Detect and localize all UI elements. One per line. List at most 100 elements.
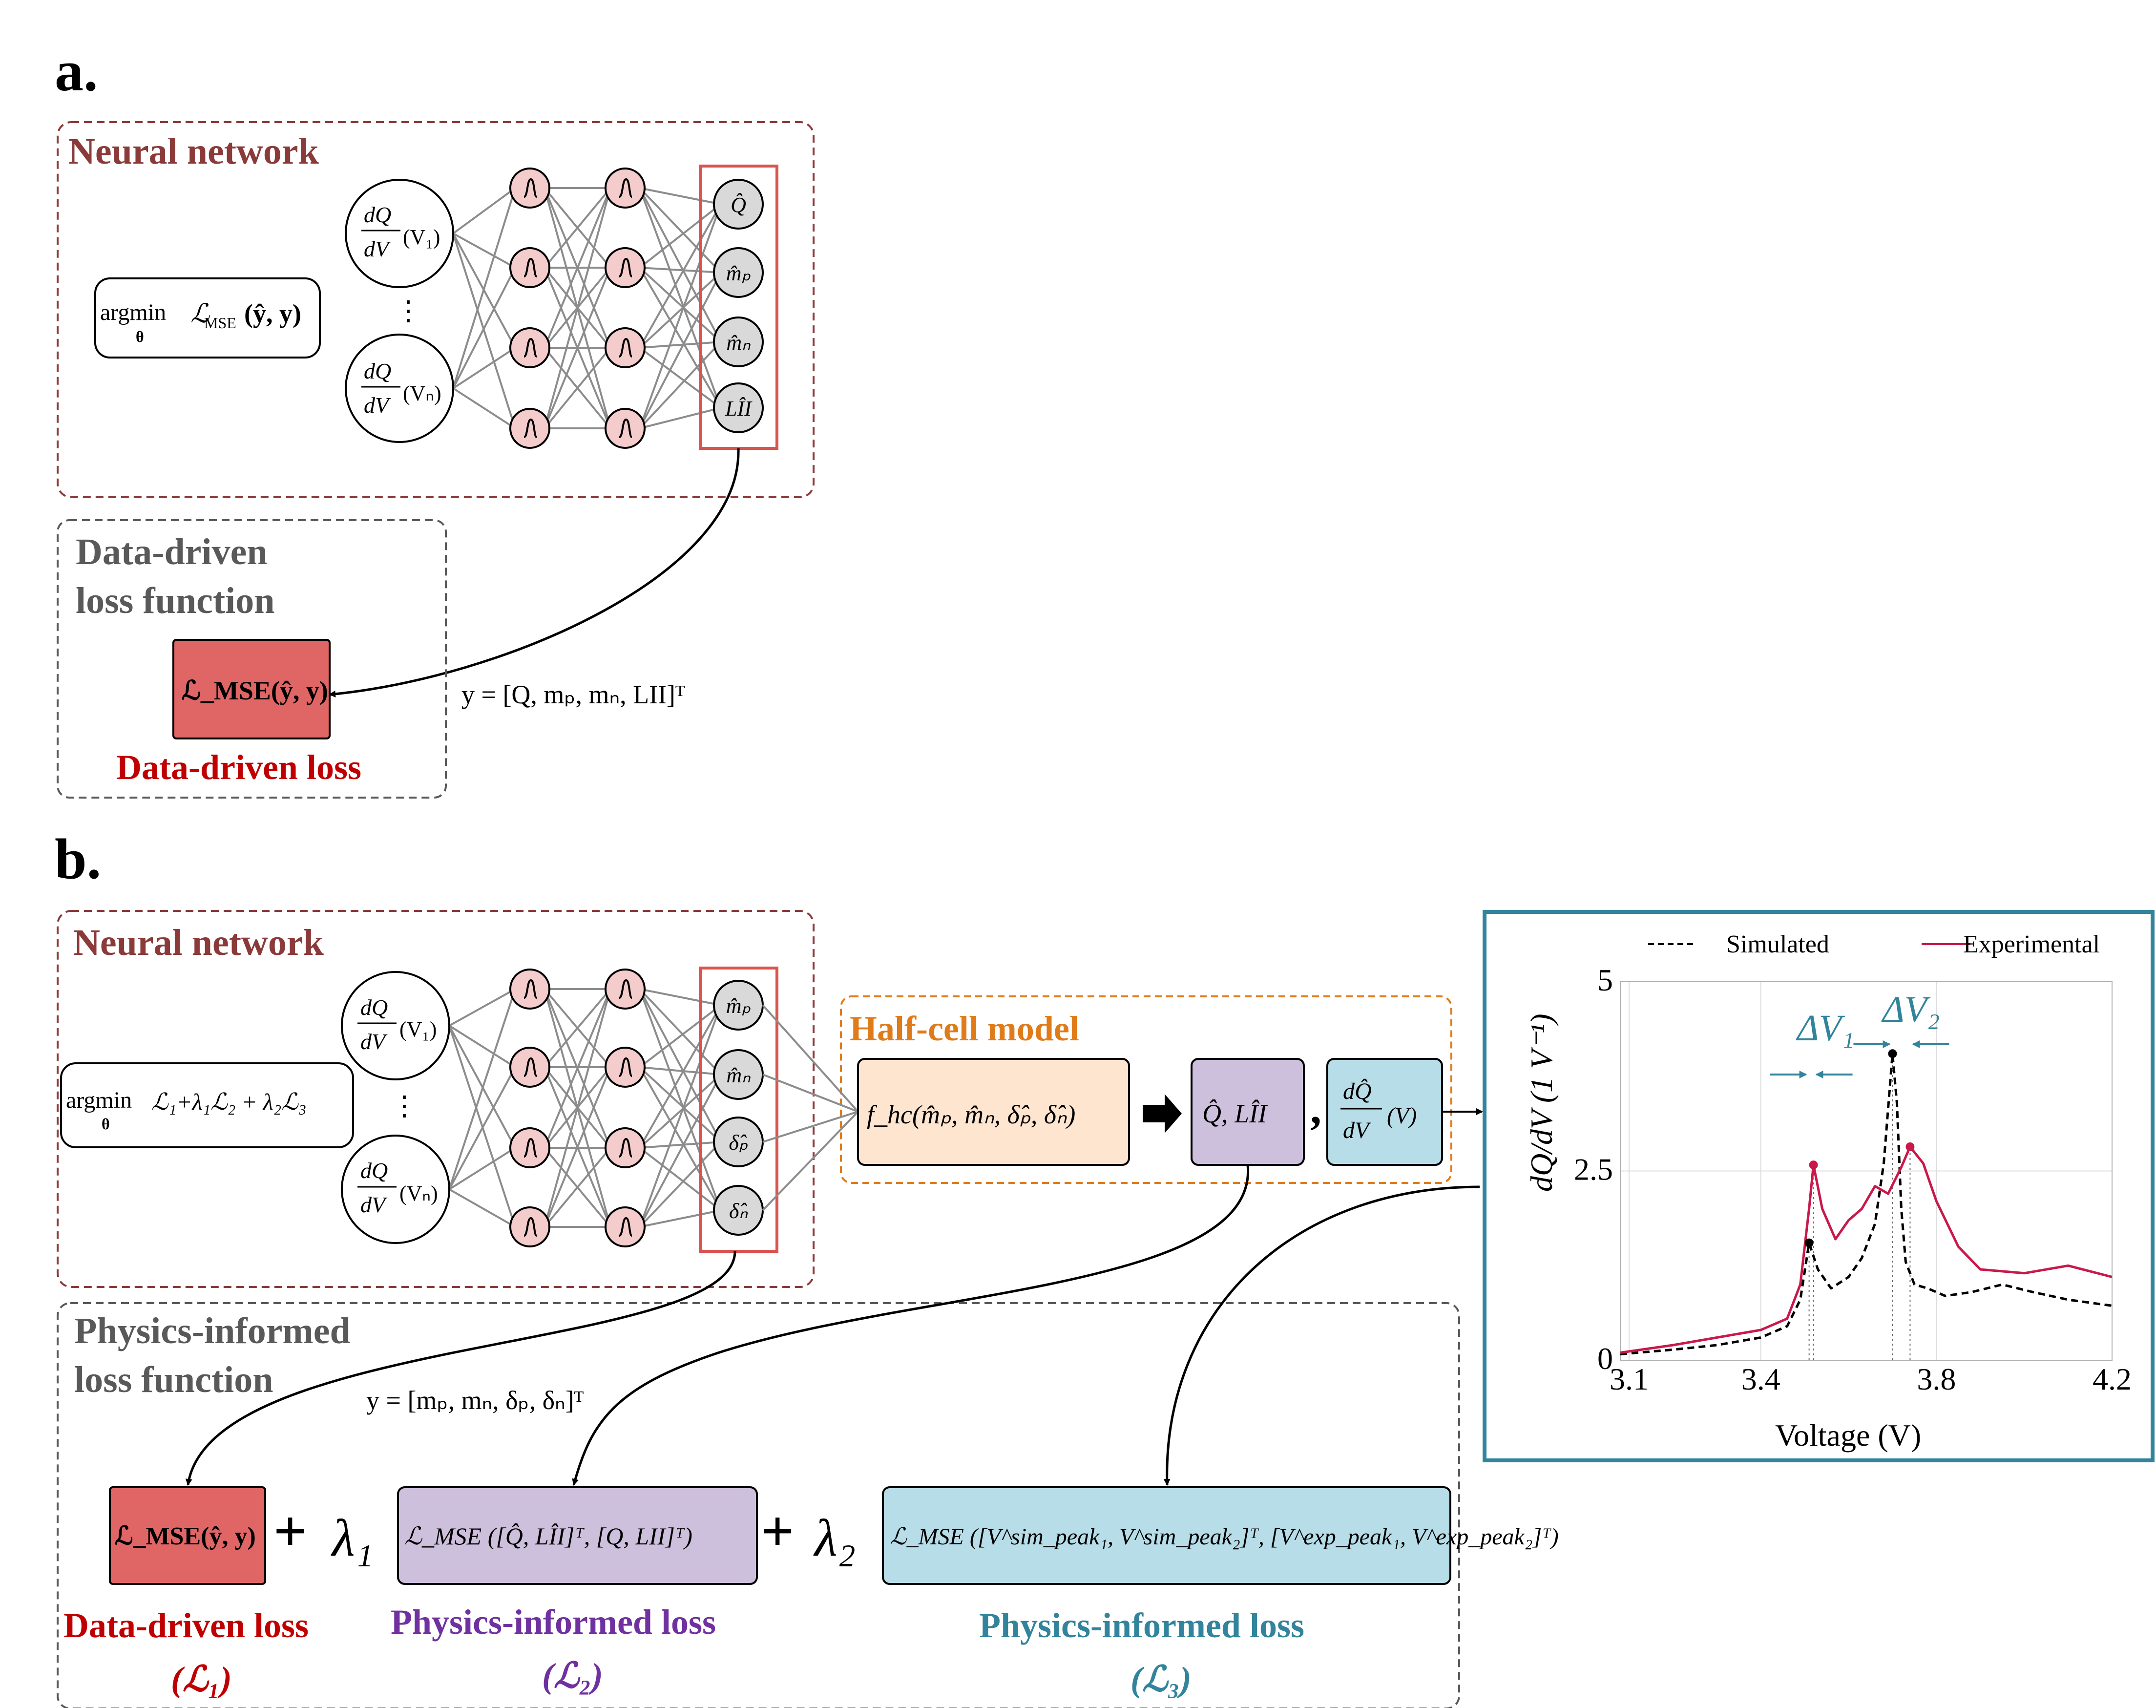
- panel-a-output-node: [713, 247, 764, 298]
- panel-a-edge: [544, 187, 611, 269]
- panel-a-output-label: LÎI: [725, 397, 753, 421]
- qlii-to-loss2-arrow: [572, 1164, 1249, 1486]
- panel-b-edge: [639, 1004, 722, 1068]
- output-to-fhc-line: [762, 1111, 858, 1143]
- panel-b-edge: [544, 989, 611, 1227]
- q-lii-text: Q̂, LÎI: [1202, 1099, 1268, 1128]
- panel-b-edge: [639, 988, 722, 1075]
- panel-a-input-node-bottom: [345, 334, 454, 443]
- panel-a-edge: [639, 267, 722, 409]
- panel-a-y-def: y = [Q, mₚ, mₙ, LII]ᵀ: [461, 680, 685, 709]
- panel-a-edge: [639, 204, 722, 348]
- panel-a-input-bottom-den: dV: [364, 393, 391, 418]
- loss3-box: [882, 1486, 1451, 1585]
- panel-b-input-dots: ⋮: [391, 1091, 418, 1121]
- panel-a-edge: [639, 407, 721, 429]
- loss3-symbol: (ℒ₃): [1130, 1660, 1192, 1699]
- panel-a-edge: [639, 267, 722, 343]
- panel-b-edge: [639, 989, 722, 1211]
- panel-b-loss-title-1: Physics-informed: [74, 1310, 351, 1351]
- dqdv-arg: (V): [1387, 1103, 1417, 1129]
- panel-a-edge: [544, 188, 611, 348]
- panel-b-edge: [544, 1067, 611, 1227]
- panel-a-output-label: m̂ₙ: [726, 331, 751, 355]
- panel-b-edge: [449, 1188, 516, 1228]
- panel-b-objective-box: [60, 1062, 354, 1148]
- panel-b-hidden-neuron: [509, 969, 550, 1010]
- peak-marker: [1905, 1142, 1915, 1151]
- delta-v2-label: ΔV₂: [1881, 989, 1940, 1030]
- sigmoid-icon: [618, 418, 633, 438]
- comma-separator: ,: [1310, 1083, 1321, 1133]
- panel-a-edge: [639, 341, 722, 429]
- panel-a-edge: [452, 347, 516, 389]
- panel-b-edge: [544, 989, 611, 1148]
- sigmoid-icon: [523, 1217, 538, 1237]
- panel-a-objective-argmin: argmin: [100, 299, 166, 325]
- panel-a-edge: [639, 188, 722, 342]
- panel-a-hidden-neuron: [605, 408, 646, 449]
- panel-a-edge: [452, 387, 516, 429]
- sigmoid-icon: [618, 1138, 633, 1158]
- chart-x-tick-label: 3.1: [1610, 1362, 1649, 1396]
- panel-a-hidden-neuron: [509, 327, 550, 368]
- panel-a-edge: [544, 188, 611, 429]
- panel-a-edge: [452, 187, 516, 234]
- panel-b-edge: [544, 1147, 611, 1228]
- output-to-fhc-lines: [762, 1004, 859, 1211]
- chart-plot-area: [1620, 981, 2113, 1361]
- output-to-fhc-line: [762, 1004, 859, 1113]
- panel-b-nn-title: Neural network: [73, 922, 324, 963]
- panel-a-edge: [639, 187, 721, 205]
- chart-x-tick-label: 3.4: [1741, 1362, 1780, 1396]
- panel-a-arrow-to-loss: [329, 448, 740, 697]
- output-to-fhc-line: [762, 1111, 859, 1211]
- panel-b-edge: [639, 1209, 721, 1228]
- panel-a-loss-title-2: loss function: [76, 580, 275, 621]
- output-to-fhc-line: [762, 1074, 858, 1113]
- fhc-arrow-icon: [1143, 1094, 1182, 1133]
- panel-b-edge: [639, 1141, 722, 1228]
- panel-a-edge: [639, 347, 722, 409]
- panel-b-hidden-neuron: [605, 1127, 646, 1168]
- series-simulated-line: [1620, 1052, 2113, 1356]
- panel-b-edge: [639, 1005, 722, 1148]
- panel-b-input-bottom-num: dQ: [360, 1158, 388, 1183]
- panel-a-hidden-neuron: [509, 408, 550, 449]
- loss2-box: [397, 1486, 758, 1585]
- panel-a-edge: [639, 272, 722, 349]
- panel-b-hidden-neuron: [605, 1047, 646, 1088]
- chart-xlabel: Voltage (V): [1775, 1418, 1921, 1453]
- panel-b-nn-frame: [57, 910, 815, 1288]
- panel-a-edge: [639, 267, 721, 274]
- outputs-to-loss1-arrow: [185, 1251, 736, 1486]
- panel-a-edge: [639, 187, 722, 274]
- panel-a-objective-loss: ℒ: [190, 299, 210, 328]
- panel-b-hidden-neuron: [605, 969, 646, 1010]
- panel-a-objective-loss-sub: MSE: [204, 314, 236, 332]
- panel-b-objective-theta: θ: [102, 1115, 110, 1133]
- panel-a-input-top-arg: (V₁): [403, 225, 440, 249]
- dqdv-den: dV: [1343, 1118, 1371, 1143]
- panel-b-output-label: m̂ₙ: [726, 1063, 751, 1087]
- panel-a-edge: [453, 232, 516, 269]
- panel-a-edge: [544, 267, 611, 429]
- plus-1: +: [273, 1498, 307, 1563]
- panel-b-input-top-arg: (V₁): [399, 1017, 437, 1041]
- delta-v1-label: ΔV₁: [1796, 1008, 1854, 1049]
- panel-a-network: [452, 168, 722, 449]
- panel-a-output-node: [713, 316, 764, 367]
- panel-b-output-frame: [699, 967, 778, 1253]
- legend-simulated-label: Simulated: [1726, 930, 1829, 958]
- loss1-text: ℒ_MSE(ŷ, y): [115, 1522, 256, 1550]
- panel-a-hidden-neuron: [605, 327, 646, 368]
- panel-b-edge: [448, 1025, 516, 1068]
- panel-b-output-label: δ̂ₚ: [729, 1131, 748, 1155]
- fhc-box: [857, 1058, 1130, 1166]
- half-cell-frame: [840, 995, 1452, 1184]
- sigmoid-icon: [618, 979, 633, 999]
- sigmoid-icon: [618, 178, 633, 198]
- panel-a-edge: [639, 188, 722, 408]
- panel-b-edge: [639, 1074, 722, 1227]
